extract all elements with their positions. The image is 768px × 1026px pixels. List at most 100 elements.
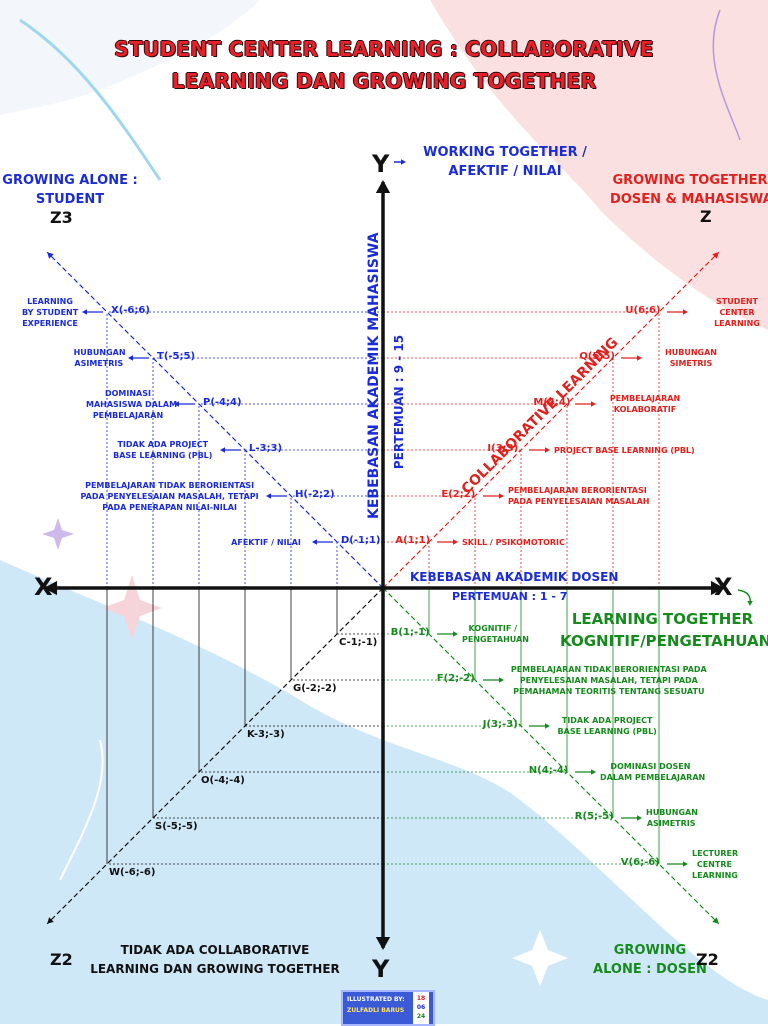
quadrant-bottom-right-line-1: LEARNING TOGETHER (571, 610, 754, 628)
pointer-head-bottom-right-5 (637, 815, 642, 821)
quadrant-bottom-right-heading: LEARNING TOGETHER KOGNITIF/PENGETAHUAN (560, 608, 768, 652)
credit-date-day: 18 (416, 995, 426, 1002)
point-desc-top-right-4-line-2: KOLABORATIF (613, 405, 677, 414)
point-desc-bottom-right-3-line-2: BASE LEARNING (PBL) (557, 727, 657, 736)
quadrant-bottom-right-line-2: KOGNITIF/PENGETAHUAN (560, 632, 768, 650)
diagonal-z2-right-line (382, 587, 720, 925)
pointer-head-top-right-5 (637, 355, 642, 361)
y-axis-vertical-subtitle: PERTEMUAN : 9 - 15 (392, 334, 406, 470)
credit-date: 18 06 24 (413, 992, 429, 1024)
y-top-heading-line-1: WORKING TOGETHER / (423, 145, 587, 160)
z2-right-label: Z2 (696, 950, 719, 969)
point-desc-top-right-5-line-1: HUBUNGAN (665, 348, 717, 357)
point-desc-top-left-5-line-1: HUBUNGAN (73, 348, 126, 357)
pointer-head-top-right-4 (591, 401, 596, 407)
pointer-head-bottom-right-4 (591, 769, 596, 775)
quadrant-bottom-right-end-heading: GROWING ALONE : DOSEN (580, 941, 720, 979)
pointer-head-top-left-3 (220, 447, 225, 453)
point-desc-bottom-right-2-line-2: PENYELESAIAN MASALAH, TETAPI PADA (519, 675, 698, 685)
point-label-top-right-2: E(2;2) (441, 489, 476, 500)
point-desc-top-left-4-line-2: MAHASISWA DALAM (86, 399, 178, 409)
point-desc-top-right-1: SKILL / PSIKOMOTORIC (462, 537, 565, 548)
point-desc-top-right-6-line-1: STUDENT (716, 296, 758, 306)
pointer-head-top-left-1 (312, 539, 317, 545)
point-desc-bottom-right-3-line-1: TIDAK ADA PROJECT (561, 716, 653, 725)
page-title-line-1: STUDENT CENTER LEARNING : COLLABORATIVE (114, 37, 654, 61)
point-desc-top-left-1-line-1: AFEKTIF / NILAI (231, 537, 301, 547)
diagonal-z-line (382, 251, 720, 589)
point-desc-bottom-right-2-line-3: PEMAHAMAN TEORITIS TENTANG SESUATU (513, 686, 705, 696)
point-label-bottom-left-3: K-3;-3) (247, 729, 285, 740)
credit-date-month: 06 (416, 1004, 426, 1011)
diagonal-z-arrow (712, 252, 719, 259)
pointer-head-top-left-4 (174, 401, 179, 407)
point-label-top-right-4: M(4;4) (533, 397, 571, 408)
point-desc-top-right-2-line-1: PEMBELAJARAN BERORIENTASI (508, 486, 647, 495)
point-label-bottom-right-2: F(2;-2) (436, 673, 475, 684)
point-label-bottom-left-2: G(-2;-2) (293, 683, 337, 694)
y-axis-top-label: Y (372, 150, 390, 178)
point-label-bottom-left-6: W(-6;-6) (109, 867, 156, 878)
x-axis-title: KEBEBASAN AKADEMIK DOSEN (410, 570, 619, 584)
point-desc-top-right-3: PROJECT BASE LEARNING (PBL) (554, 445, 695, 456)
point-label-bottom-right-3: J(3;-3) (482, 719, 518, 730)
point-label-top-left-2: H(-2;2) (295, 489, 335, 500)
point-desc-top-right-3-line-1: PROJECT BASE LEARNING (PBL) (554, 445, 695, 455)
x-axis-left-arrow (44, 580, 57, 596)
pointer-head-top-left-6 (82, 309, 87, 315)
z2-left-label: Z2 (50, 950, 73, 969)
point-desc-bottom-right-1-line-2: PENGETAHUAN (462, 635, 529, 644)
point-label-top-left-4: P(-4;4) (203, 397, 242, 408)
point-label-bottom-right-1: B(1;-1) (390, 627, 430, 638)
point-label-bottom-left-4: O(-4;-4) (201, 775, 245, 786)
point-label-top-left-1: D(-1;1) (341, 535, 381, 546)
x-axis-right-arrow (711, 580, 724, 596)
point-desc-top-left-4-line-1: DOMINASI (104, 388, 151, 398)
y-axis-vertical-title: KEBEBASAN AKADEMIK MAHASISWA (366, 232, 382, 519)
point-label-bottom-right-6: V(6;-6) (620, 857, 660, 868)
point-label-top-left-3: L-3;3) (249, 443, 283, 454)
point-desc-bottom-right-5-line-1: HUBUNGAN (646, 808, 698, 817)
point-desc-bottom-right-2-line-1: PEMBELAJARAN TIDAK BERORIENTASI PADA (510, 664, 707, 674)
quadrant-bottom-left-line-2: LEARNING DAN GROWING TOGETHER (90, 962, 340, 976)
point-desc-bottom-right-3: TIDAK ADA PROJECT BASE LEARNING (PBL) (554, 715, 660, 737)
quadrant-top-left-heading: GROWING ALONE : STUDENT (0, 171, 140, 209)
quadrant-top-left-line-2: STUDENT (35, 192, 105, 207)
point-desc-bottom-right-6-line-3: LEARNING (692, 870, 738, 880)
diagonal-z3-line (46, 251, 384, 589)
point-desc-bottom-right-6-line-2: CENTRE (696, 859, 732, 869)
point-desc-top-left-1: AFEKTIF / NILAI (224, 537, 308, 548)
point-desc-top-right-6-line-2: CENTER (719, 307, 755, 317)
point-label-bottom-right-4: N(4;-4) (528, 765, 569, 776)
y-axis-top-arrow (375, 180, 391, 193)
diagonal-z2-right-arrow (712, 917, 719, 924)
pointer-head-bottom-right-2 (499, 677, 504, 683)
diagonal-z2-left-arrow (47, 917, 54, 924)
point-desc-top-right-6-line-3: LEARNING (714, 318, 760, 328)
pointer-head-top-left-5 (128, 355, 133, 361)
point-desc-top-right-1-line-1: SKILL / PSIKOMOTORIC (462, 537, 565, 547)
z3-label: Z3 (50, 208, 73, 227)
point-label-top-right-6: U(6;6) (625, 305, 661, 316)
point-label-top-right-3: I(3;3) (487, 443, 519, 454)
quadrant-top-right-heading: GROWING TOGETHER DOSEN & MAHASISWA (610, 171, 768, 209)
pointer-head-bottom-right-3 (545, 723, 550, 729)
point-label-top-right-5: Q(5;5) (579, 351, 615, 362)
point-desc-top-right-5-line-2: SIMETRIS (669, 359, 713, 368)
page-title-line-2: LEARNING DAN GROWING TOGETHER (171, 69, 597, 93)
point-desc-bottom-right-4-line-2: DALAM PEMBELAJARAN (600, 773, 706, 782)
point-desc-top-left-2-line-2: PADA PENYELESAIAN MASALAH, TETAPI (80, 491, 259, 501)
x-axis-subtitle: PERTEMUAN : 1 - 7 (452, 590, 568, 603)
point-label-bottom-right-5: R(5;-5) (574, 811, 614, 822)
point-desc-top-left-3-line-2: BASE LEARNING (PBL) (113, 451, 213, 460)
point-desc-top-left-6-line-2: BY STUDENT (22, 307, 79, 317)
